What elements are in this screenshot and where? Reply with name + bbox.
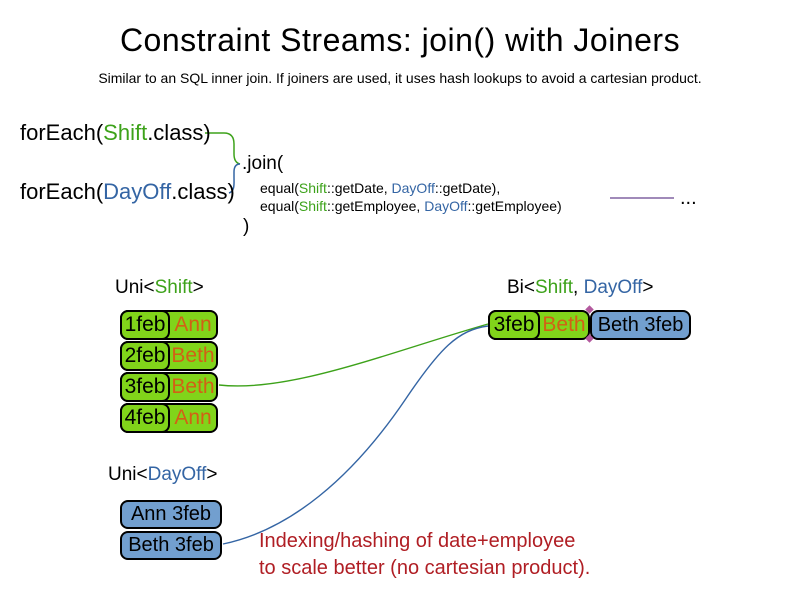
- more-joiners-ellipsis: ...: [680, 187, 697, 209]
- shift-row-2feb-beth: 2feb Beth: [120, 341, 218, 371]
- code-foreach-shift: forEach(Shift.class): [20, 120, 211, 146]
- shift-employee-cell: Beth: [170, 374, 216, 400]
- shift-type-token: Shift: [154, 277, 193, 298]
- bi-label: Bi<Shift, DayOff>: [507, 277, 653, 299]
- code-joiner-date: equal(Shift::getDate, DayOff::getDate),: [260, 180, 500, 196]
- dayoff-class-token: DayOff: [103, 179, 172, 204]
- employee-value: Beth: [171, 344, 215, 367]
- date-value: 2feb: [124, 344, 166, 367]
- shift-type-token: Shift: [535, 277, 574, 298]
- shift-class-token: Shift: [103, 120, 148, 145]
- dayoff-value: Ann 3feb: [130, 503, 212, 525]
- bi-dayoff-part: Beth 3feb: [590, 310, 691, 340]
- indexing-note: Indexing/hashing of date+employee to sca…: [259, 528, 590, 582]
- code-text: ::getEmployee): [467, 198, 562, 214]
- employee-value: Ann: [174, 406, 212, 429]
- dayoff-value: Beth 3feb: [128, 534, 214, 556]
- dayoff-cell: Ann 3feb: [122, 502, 220, 527]
- shift-date-cell: 3feb: [120, 372, 170, 402]
- bi-date-cell: 3feb: [488, 310, 540, 340]
- code-text: equal(: [260, 198, 299, 214]
- code-joiner-employee: equal(Shift::getEmployee, DayOff::getEmp…: [260, 198, 562, 214]
- dayoff-cell: Beth 3feb: [122, 533, 220, 558]
- code-text: .class): [171, 179, 235, 204]
- date-value: 3feb: [493, 313, 535, 336]
- bi-employee-cell: Beth: [540, 312, 588, 338]
- shift-date-cell: 4feb: [120, 403, 170, 433]
- date-value: 3feb: [124, 375, 166, 398]
- label-text: >: [192, 277, 204, 298]
- date-value: 1feb: [124, 313, 166, 336]
- employee-value: Beth: [171, 375, 215, 398]
- dayoff-row-beth-3feb: Beth 3feb: [120, 531, 222, 560]
- bi-dayoff-cell: Beth 3feb: [592, 312, 689, 338]
- dayoff-row-ann-3feb: Ann 3feb: [120, 500, 222, 529]
- indexing-note-line1: Indexing/hashing of date+employee: [259, 530, 576, 552]
- code-text: .class): [147, 120, 211, 145]
- date-value: 4feb: [124, 406, 166, 429]
- shift-date-cell: 2feb: [120, 341, 170, 371]
- shift-row-1feb-ann: 1feb Ann: [120, 310, 218, 340]
- label-text: Uni<: [108, 464, 148, 485]
- dayoff-class-token: DayOff: [424, 198, 468, 214]
- shift-class-token: Shift: [298, 180, 327, 196]
- employee-value: Beth: [542, 313, 586, 336]
- code-foreach-dayoff: forEach(DayOff.class): [20, 179, 235, 205]
- shift-date-cell: 1feb: [120, 310, 170, 340]
- dayoff-to-bi-curve: [222, 325, 489, 545]
- uni-shift-label: Uni<Shift>: [115, 277, 204, 299]
- shift-row-3feb-beth: 3feb Beth: [120, 372, 218, 402]
- page-subtitle: Similar to an SQL inner join. If joiners…: [98, 70, 702, 86]
- dayoff-type-token: DayOff: [147, 464, 207, 485]
- dayoff-class-token: DayOff: [391, 180, 435, 196]
- bi-shift-part: 3feb Beth: [488, 310, 590, 340]
- label-text: >: [642, 277, 654, 298]
- shift-row-4feb-ann: 4feb Ann: [120, 403, 218, 433]
- shift-employee-cell: Beth: [170, 343, 216, 369]
- code-text: ::getDate,: [326, 180, 392, 196]
- code-text: forEach(: [20, 120, 104, 145]
- label-text: Uni<: [115, 277, 155, 298]
- shift-employee-cell: Ann: [170, 405, 216, 431]
- dayoff-value: Beth 3feb: [597, 313, 684, 336]
- code-text: equal(: [260, 180, 299, 196]
- code-text: forEach(: [20, 179, 104, 204]
- shift-class-token: Shift: [298, 198, 327, 214]
- shift-to-bi-curve: [218, 323, 489, 387]
- uni-dayoff-label: Uni<DayOff>: [108, 464, 218, 486]
- code-join-close: ): [243, 216, 250, 237]
- code-text: ::getDate),: [434, 180, 501, 196]
- page-title: Constraint Streams: join() with Joiners: [119, 22, 681, 58]
- employee-value: Ann: [174, 313, 212, 336]
- indexing-note-line2: to scale better (no cartesian product).: [259, 557, 591, 579]
- code-join-open: .join(: [242, 153, 284, 174]
- shift-employee-cell: Ann: [170, 312, 216, 338]
- label-text: Bi<: [507, 277, 535, 298]
- label-text: ,: [573, 277, 584, 298]
- label-text: >: [206, 464, 218, 485]
- dayoff-type-token: DayOff: [583, 277, 643, 298]
- code-text: ::getEmployee,: [326, 198, 425, 214]
